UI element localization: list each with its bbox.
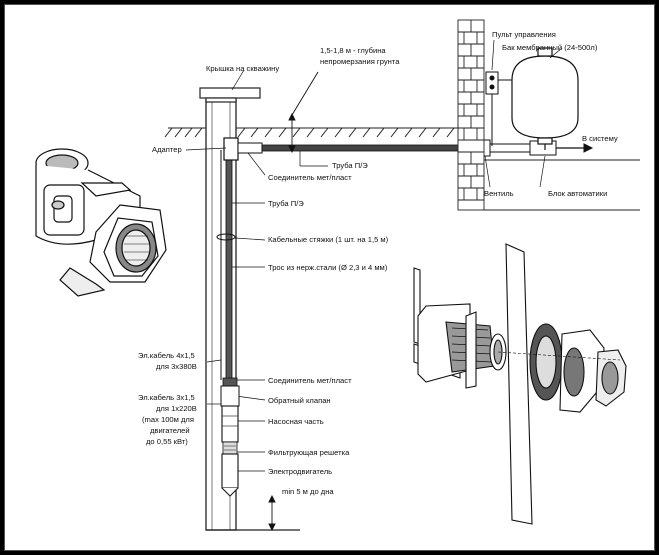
ground-surface <box>164 127 460 138</box>
brick-wall <box>457 19 640 211</box>
membrane-tank <box>511 47 579 150</box>
label-check-valve: Обратный клапан <box>268 396 331 405</box>
label-motor: Электродвигатель <box>268 467 332 476</box>
label-adapter: Адаптер <box>152 145 182 154</box>
label-min-depth: min 5 м до дна <box>282 487 334 496</box>
label-control-panel: Пульт управления <box>492 30 556 39</box>
label-freeze-depth-1: 1,5-1,8 м - глубина <box>320 46 386 55</box>
label-automation: Блок автоматики <box>548 189 607 198</box>
label-cable4-1: Эл.кабель 4х1,5 <box>138 351 195 360</box>
label-cable-ties: Кабельные стяжки (1 шт. на 1,5 м) <box>268 235 389 244</box>
label-cable4-2: для 3х380В <box>156 362 197 371</box>
label-pipe-pe-top: Труба П/Э <box>332 161 368 170</box>
adapter-part-illustration <box>35 148 167 297</box>
label-freeze-depth-2: непромерзания грунта <box>320 57 400 66</box>
label-to-system: В систему <box>582 134 618 143</box>
label-cable3-2: для 1х220В <box>156 404 197 413</box>
well-cap <box>199 87 261 103</box>
leader-lines <box>185 39 563 472</box>
label-well-cap: Крышка на скважину <box>206 64 279 73</box>
pump-assembly <box>220 377 240 497</box>
label-connector-bottom: Соединитель мет/пласт <box>268 376 352 385</box>
freeze-depth-marker <box>288 71 319 154</box>
label-tank: Бак мембранный (24-500л) <box>502 43 598 52</box>
label-connector-top: Соединитель мет/пласт <box>268 173 352 182</box>
label-valve: Вентиль <box>484 189 514 198</box>
horizontal-pipe <box>223 137 594 161</box>
control-panel-box <box>485 71 520 146</box>
min-depth-marker <box>268 494 276 532</box>
label-filter: Фильтрующая решетка <box>268 448 350 457</box>
labels: Крышка на скважину 1,5-1,8 м - глубина н… <box>138 30 618 496</box>
label-cable3-3: (max 100м для <box>142 415 194 424</box>
label-cable3-4: двигателей <box>150 426 190 435</box>
adapter-exploded-view <box>413 243 627 525</box>
label-cable3-5: до 0,55 кВт) <box>146 437 188 446</box>
label-pipe-pe: Труба П/Э <box>268 199 304 208</box>
label-steel-rope: Трос из нерж.стали (Ø 2,3 и 4 мм) <box>268 263 388 272</box>
label-pump-part: Насосная часть <box>268 417 324 426</box>
label-cable3-1: Эл.кабель 3х1,5 <box>138 393 195 402</box>
well-casing <box>205 99 300 531</box>
